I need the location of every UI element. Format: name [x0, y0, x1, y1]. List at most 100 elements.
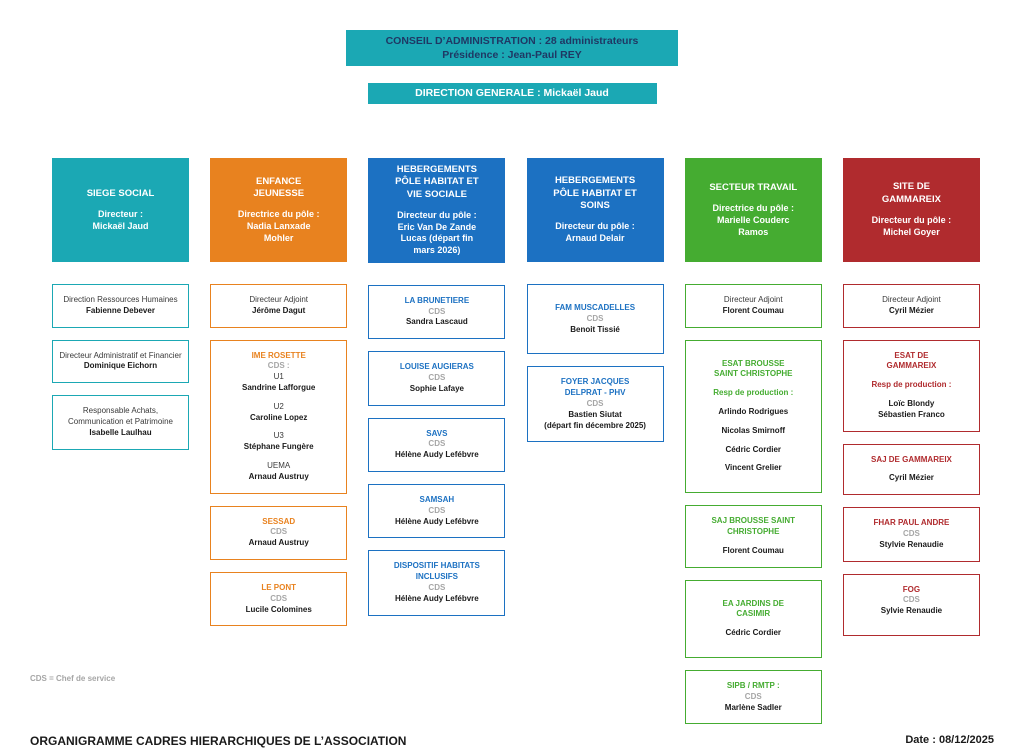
org-box-line-service: ESAT DE — [894, 350, 929, 360]
org-box-line-name: Arnaud Austruy — [248, 471, 309, 481]
org-box-line-service: SAINT CHRISTOPHE — [713, 369, 793, 379]
org-box-line-cds: CDS — [270, 527, 288, 537]
org-box-line-service: DELPRAT - PHV — [564, 388, 626, 398]
org-box-line-space — [531, 335, 660, 343]
org-box-line-plain: U1 — [273, 372, 284, 382]
org-box-line-name: Isabelle Laulhau — [89, 427, 152, 437]
column-subtitle-line: Directeur : — [97, 208, 143, 219]
column-subtitle-line: Eric Van De Zande — [397, 221, 477, 232]
org-box-line-service: FHAR PAUL ANDRE — [873, 518, 950, 528]
org-box-line-name: Marlène Sadler — [724, 702, 782, 712]
org-box-line-name: Fabienne Debever — [86, 305, 155, 315]
org-box-line-name: Dominique Eichorn — [83, 361, 158, 371]
org-box-line-service: DISPOSITIF HABITATS INCLUSIFS — [393, 561, 480, 582]
column-subtitle-line: Directeur du pôle : — [397, 210, 477, 221]
column-title-line: PÔLE HABITAT ET — [553, 187, 637, 199]
org-box-line-service: SAVS — [426, 428, 448, 438]
org-box-line-plain: U2 — [273, 401, 284, 411]
column-title: SIEGE SOCIAL — [57, 188, 184, 200]
org-box-line-name: Sandra Lascaud — [405, 317, 468, 327]
column-subtitle-line: Directeur du pôle : — [871, 215, 952, 226]
org-box-line-cds: CDS — [428, 582, 446, 592]
org-box-line-service: IME ROSETTE — [251, 350, 306, 360]
org-box-line-space — [847, 391, 976, 399]
org-box-line-name: Lucile Colomines — [245, 604, 312, 614]
org-box-line-service: LE PONT — [261, 582, 297, 592]
org-box-line-name: Arnaud Austruy — [248, 538, 309, 548]
column-subtitle-line: Ramos — [738, 226, 769, 237]
org-box-line-cds: CDS — [902, 528, 920, 538]
org-box-line-space — [847, 372, 976, 380]
column-subtitle-line: Mickaël Jaud — [92, 220, 149, 231]
org-box-line-plain: UEMA — [267, 460, 291, 470]
date-label: Date : 08/12/2025 — [905, 734, 994, 746]
org-box-line-service: FOYER JACQUES — [560, 377, 630, 387]
org-box-line-name: Cyril Mézier — [888, 305, 934, 315]
page-title: ORGANIGRAMME CADRES HIERARCHIQUES DE L’A… — [30, 734, 407, 748]
cds-legend: CDS = Chef de service — [30, 674, 116, 683]
column-subtitle: Directeur du pôle :Michel Goyer — [848, 215, 975, 238]
org-box-line-space — [847, 465, 976, 473]
org-box-line-space — [689, 380, 818, 388]
org-box-line-service: CHRISTOPHE — [727, 526, 780, 536]
org-box-line-cds: CDS — [428, 439, 446, 449]
column-title-line: SOINS — [580, 199, 610, 211]
org-box-line-name: Caroline Lopez — [250, 412, 308, 422]
org-box-line-plain: Direction Ressources Humaines — [63, 295, 178, 304]
column-title-line: HEBERGEMENTS — [396, 164, 477, 175]
org-box-line-cds: CDS : — [267, 361, 290, 371]
org-box-line-cds: CDS — [902, 595, 920, 605]
org-box-line-cds: CDS — [428, 372, 446, 382]
column-title-line: SIEGE SOCIAL — [86, 187, 155, 199]
org-box-line-plain: Directeur Administratif et Financier — [59, 350, 182, 360]
org-box-line-name: Florent Coumau — [722, 545, 784, 555]
org-box-line-plain: Responsable Achats, Communication et Pat… — [68, 406, 173, 426]
org-box-line-service: ESAT BROUSSE — [721, 358, 785, 368]
column-title-line: SITE DE — [892, 181, 930, 193]
org-box-line-name: Stéphane Fungère — [243, 442, 314, 452]
column-title-line: SECTEUR TRAVAIL — [709, 181, 798, 193]
column-subtitle-line: Directeur du pôle : — [555, 221, 635, 232]
org-box-line-plain: U3 — [273, 431, 284, 441]
org-box-line-space — [689, 455, 818, 463]
column-subtitle: Directeur du pôle :Arnaud Delair — [532, 221, 659, 244]
org-box-line-service: Resp de production : — [713, 388, 794, 398]
org-box-line-space — [689, 437, 818, 445]
org-box-line-name: Stylvie Renaudie — [879, 539, 944, 549]
org-box-line-name: Benoit Tissié — [570, 324, 620, 334]
org-box-line-cds: CDS — [586, 313, 604, 323]
column-subtitle-line: Marielle Couderc — [716, 214, 790, 225]
column-subtitle-line: Arnaud Delair — [565, 233, 625, 244]
org-box-line-service: SIPB / RMTP : — [726, 680, 780, 690]
org-box-line-space — [689, 620, 818, 628]
org-box-line-space — [214, 394, 343, 402]
column-title-line: GAMMAREIX — [881, 193, 941, 205]
org-box-line-service: SESSAD — [262, 516, 296, 526]
column-title-line: ENFANCE — [255, 175, 302, 187]
direction-generale-box: DIRECTION GENERALE : Mickaël Jaud — [367, 83, 657, 104]
org-box-line-service: EA JARDINS DE — [722, 598, 785, 608]
org-box-line-name: Cyril Mézier — [888, 473, 934, 483]
column-subtitle-line: Mohler — [263, 232, 294, 243]
org-box-line-space — [531, 295, 660, 303]
org-box-line-name: (départ fin décembre 2025) — [544, 420, 646, 430]
org-box-line-service: LA BRUNETIERE — [404, 295, 470, 305]
